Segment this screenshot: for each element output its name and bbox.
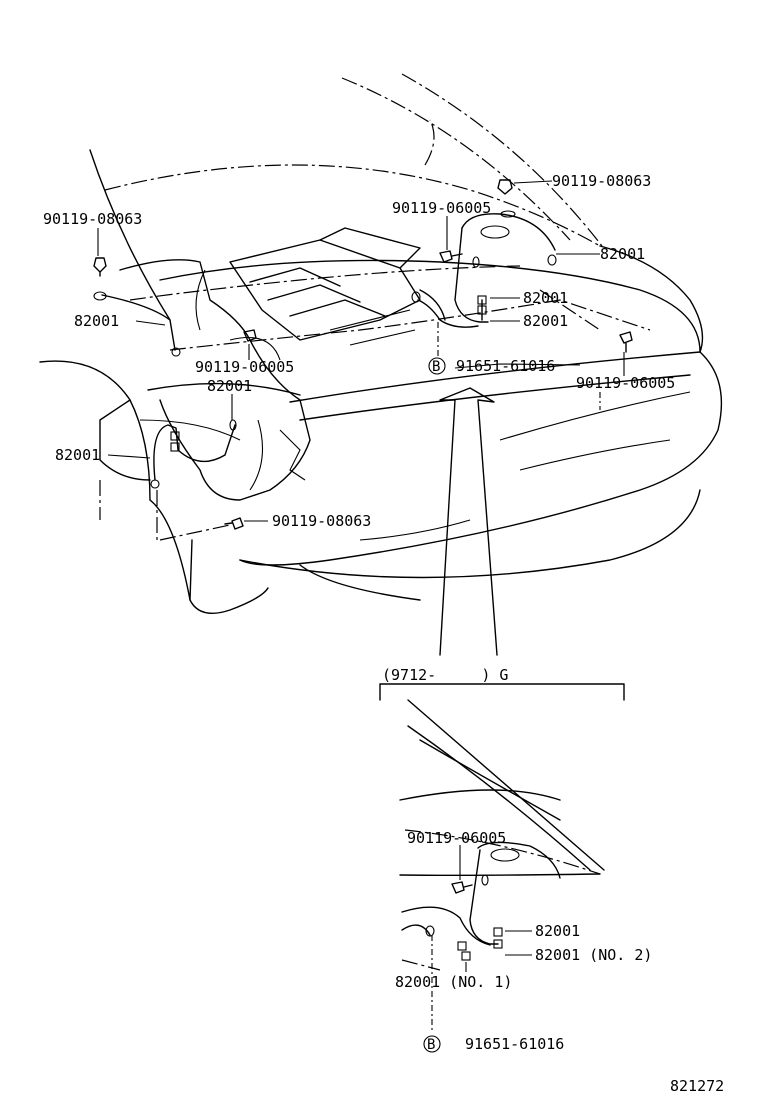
label-inset-wire-82001-no1: 82001 (NO. 1)	[395, 973, 512, 991]
leader-lines	[97, 180, 625, 522]
battery-area	[419, 213, 556, 323]
label-bolt-90119-06005-top: 90119-06005	[392, 199, 491, 217]
label-bolt-90119-06005-left: 90119-06005	[195, 358, 294, 376]
label-wire-82001-right-1: 82001	[523, 289, 568, 307]
inset-circle-b-label: B	[427, 1037, 435, 1053]
label-wire-82001-right-2: 82001	[523, 312, 568, 330]
bolt-icon	[93, 179, 633, 530]
label-wire-82001-left: 82001	[74, 312, 119, 330]
figure-number: 821272	[670, 1077, 724, 1095]
label-bolt-90119-08063-left: 90119-08063	[43, 210, 142, 228]
circle-b-marker	[423, 357, 446, 1053]
detail-arrow	[439, 387, 498, 656]
label-bolt-90119-08063-bottom: 90119-08063	[272, 512, 371, 530]
inset-view	[379, 683, 625, 1030]
label-bolt-90119-06005-right: 90119-06005	[576, 374, 675, 392]
label-wire-82001-top-right: 82001	[600, 245, 645, 263]
circle-b-label: B	[432, 359, 440, 375]
label-bolt-90119-08063-top-right: 90119-08063	[552, 172, 651, 190]
wire-harness-82001-right	[411, 254, 557, 328]
wire-harness-82001-left	[93, 291, 237, 489]
label-inset-clamp-91651-61016: 91651-61016	[465, 1035, 564, 1053]
label-inset-range: (9712- ) G	[382, 666, 508, 684]
label-inset-bolt-90119-06005: 90119-06005	[407, 829, 506, 847]
label-inset-wire-82001-no2: 82001 (NO. 2)	[535, 946, 652, 964]
label-wire-82001-wheel: 82001	[55, 446, 100, 464]
label-clamp-91651-61016: 91651-61016	[456, 357, 555, 375]
label-inset-wire-82001: 82001	[535, 922, 580, 940]
vehicle-body	[39, 73, 723, 614]
label-wire-82001-engine: 82001	[207, 377, 252, 395]
